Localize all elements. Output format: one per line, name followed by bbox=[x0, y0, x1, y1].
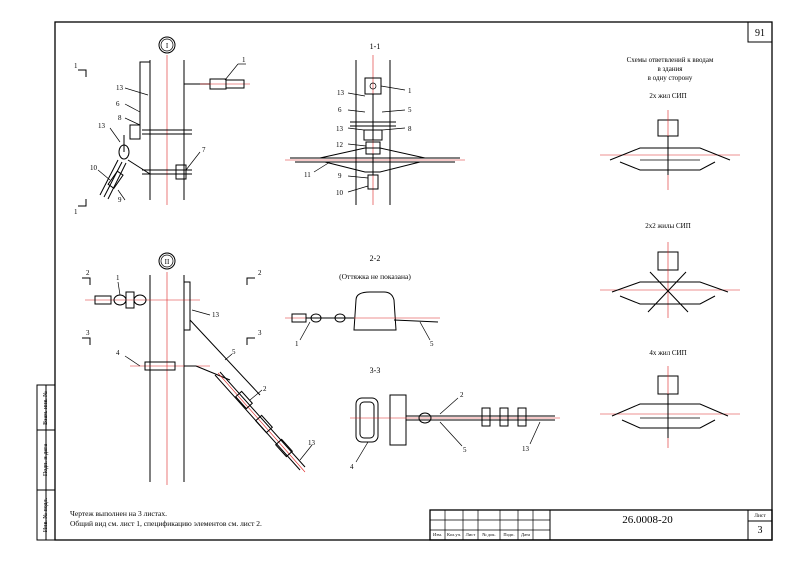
page-number-box bbox=[747, 21, 773, 43]
callout-d2-4: 4 bbox=[116, 349, 120, 357]
tb-col-list: Лист bbox=[465, 532, 476, 537]
callout-s11-9: 9 bbox=[338, 172, 342, 180]
detail-II: II 1 13 4 5 2 13 bbox=[82, 252, 316, 485]
callout-d1-6: 6 bbox=[116, 100, 120, 108]
section-3-3: 3-3 2 4 5 13 bbox=[350, 366, 560, 471]
detail-I: I 1 13 6 8 bbox=[74, 36, 250, 216]
side-sign-date: Подп. и дата bbox=[43, 443, 49, 477]
callout-s33-13: 13 bbox=[522, 445, 530, 453]
cut-mark-1-bottom: 1 bbox=[74, 208, 78, 216]
note-line-2: Общий вид см. лист 1, спецификацию элеме… bbox=[70, 519, 262, 528]
detail-I-mark: I bbox=[166, 42, 169, 50]
tb-col-izm: Изм. bbox=[433, 532, 442, 537]
note-line-1: Чертеж выполнен на 3 листах. bbox=[70, 509, 167, 518]
section-1-1-title: 1-1 bbox=[370, 42, 381, 51]
callout-s11-11: 11 bbox=[304, 171, 311, 179]
side-inv-repl: Взам. инв. № bbox=[43, 391, 49, 425]
callout-d1-7: 7 bbox=[202, 146, 206, 154]
title-block bbox=[429, 509, 773, 541]
section-3-3-title: 3-3 bbox=[370, 366, 381, 375]
callout-s11-13b: 13 bbox=[336, 125, 344, 133]
callout-s11-8: 8 bbox=[408, 125, 412, 133]
callout-s22-1: 1 bbox=[295, 340, 299, 348]
callout-d1-13: 13 bbox=[116, 84, 124, 92]
schemes-title-line2: в здания bbox=[657, 65, 683, 73]
sheet-label: Лист bbox=[754, 513, 766, 519]
tb-col-doc: № док. bbox=[482, 532, 496, 537]
section-1-1: 1-1 1 13 6 5 13 8 12 11 bbox=[285, 42, 465, 205]
section-2-2: 2-2 (Оттяжка не показана) 1 5 bbox=[285, 254, 440, 348]
callout-d1-9: 9 bbox=[118, 196, 122, 204]
schemes-title-line1: Схемы ответвлений к вводам bbox=[627, 56, 714, 64]
cut-mark-2-right: 2 bbox=[258, 269, 262, 277]
callout-s33-2: 2 bbox=[460, 391, 464, 399]
drawing-code: 26.0008-20 bbox=[622, 514, 673, 526]
callout-d2-13b: 13 bbox=[308, 439, 316, 447]
detail-II-mark: II bbox=[165, 258, 170, 266]
scheme3-label: 4х жил СИП bbox=[649, 349, 686, 357]
schemes-title-line3: в одну сторону bbox=[648, 74, 693, 82]
cut-mark-3-right: 3 bbox=[258, 329, 262, 337]
sheet-number: 3 bbox=[757, 525, 763, 536]
callout-d2-13: 13 bbox=[212, 311, 220, 319]
section-2-2-title: 2-2 bbox=[370, 254, 381, 263]
callout-d2-5: 5 bbox=[232, 348, 236, 356]
schemes: Схемы ответвлений к вводам в здания в од… bbox=[600, 56, 740, 448]
callout-s33-5: 5 bbox=[463, 446, 467, 454]
cut-mark-2-left: 2 bbox=[86, 269, 90, 277]
callout-s11-13: 13 bbox=[337, 89, 345, 97]
page-number: 91 bbox=[755, 28, 765, 39]
tb-col-podp: Подп. bbox=[503, 532, 515, 537]
callout-s11-1: 1 bbox=[408, 87, 412, 95]
scheme1-label: 2х жил СИП bbox=[649, 92, 686, 100]
tb-col-date: Дата bbox=[521, 532, 530, 537]
callout-d2-2: 2 bbox=[263, 385, 267, 393]
callout-s11-10: 10 bbox=[336, 189, 344, 197]
side-inv-orig: Инв. № подл. bbox=[43, 497, 49, 533]
section-2-2-note: (Оттяжка не показана) bbox=[339, 272, 411, 281]
cut-mark-3-left: 3 bbox=[86, 329, 90, 337]
callout-s11-12: 12 bbox=[336, 141, 344, 149]
callout-d1-1: 1 bbox=[242, 56, 246, 64]
callout-s33-4: 4 bbox=[350, 463, 354, 471]
callout-d1-13b: 13 bbox=[98, 122, 106, 130]
tb-col-kol: Кол.уч. bbox=[447, 532, 461, 537]
scheme2-label: 2х2 жилы СИП bbox=[645, 222, 691, 230]
callout-s11-5: 5 bbox=[408, 106, 412, 114]
callout-d2-1: 1 bbox=[116, 274, 120, 282]
sheet-frame bbox=[54, 21, 773, 541]
callout-d1-10: 10 bbox=[90, 164, 98, 172]
callout-d1-8: 8 bbox=[118, 114, 122, 122]
cut-mark-1-top: 1 bbox=[74, 62, 78, 70]
callout-s22-5: 5 bbox=[430, 340, 434, 348]
callout-s11-6: 6 bbox=[338, 106, 342, 114]
